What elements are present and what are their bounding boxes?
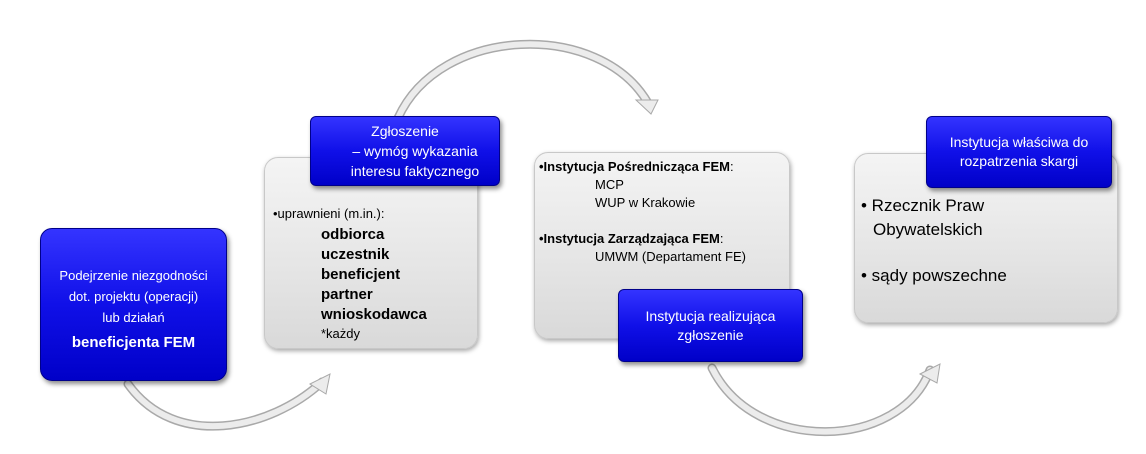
- step1-box: •uprawnieni (m.in.): odbiorca uczestnik …: [264, 157, 478, 349]
- step1-item: beneficjent: [321, 266, 401, 283]
- start-line: dot. projektu (operacji): [68, 289, 199, 304]
- step1-content: •uprawnieni (m.in.): odbiorca uczestnik …: [273, 206, 427, 343]
- step3-header: Instytucja właściwa do rozpatrzenia skar…: [926, 116, 1112, 188]
- step2-content: •Instytucja Pośrednicząca FEM: MCP WUP w…: [539, 158, 746, 266]
- arrow-step2-to-step3: [707, 363, 941, 437]
- iz-item: UMWM (Departament FE): [595, 249, 746, 264]
- iz-label: •Instytucja Zarządzająca FEM: [539, 231, 720, 246]
- step1-note: *każdy: [321, 326, 361, 341]
- step1-header-line: interesu faktycznego: [350, 163, 480, 179]
- step3-content: • Rzecznik Praw Obywatelskich • sądy pow…: [861, 194, 1007, 288]
- step1-item: partner: [321, 286, 373, 303]
- start-line: lub działań: [102, 310, 165, 325]
- ip-item: MCP: [595, 177, 624, 192]
- start-bold-line: beneficjenta FEM: [71, 334, 196, 351]
- step2-footer-line: Instytucja realizująca: [645, 308, 776, 324]
- iz-colon: :: [719, 231, 724, 246]
- ip-colon: :: [729, 159, 734, 174]
- step3-header-line: rozpatrzenia skargi: [959, 153, 1079, 169]
- step1-item: odbiorca: [321, 226, 385, 243]
- start-box: Podejrzenie niezgodności dot. projektu (…: [40, 228, 227, 381]
- step3-item: • sądy powszechne: [861, 266, 1007, 285]
- step3-header-line: Instytucja właściwa do: [949, 134, 1089, 150]
- ip-item: WUP w Krakowie: [595, 195, 696, 210]
- step1-item: wnioskodawca: [321, 306, 427, 323]
- step2-footer-line: zgłoszenie: [677, 327, 744, 343]
- step1-item: uczestnik: [321, 246, 390, 263]
- start-line: Podejrzenie niezgodności: [59, 268, 208, 283]
- ip-label: •Instytucja Pośrednicząca FEM: [539, 159, 730, 174]
- step1-header-line: – wymóg wykazania: [352, 143, 478, 159]
- step1-intro: •uprawnieni (m.in.):: [273, 206, 385, 221]
- step3-item: Obywatelskich: [873, 220, 983, 239]
- step3-item: • Rzecznik Praw: [861, 196, 985, 215]
- arrow-step1-to-step2: [393, 39, 659, 123]
- step1-header: Zgłoszenie – wymóg wykazania interesu fa…: [310, 116, 500, 186]
- step1-header-line: Zgłoszenie: [371, 123, 439, 139]
- arrow-start-to-step1: [123, 373, 331, 431]
- step2-footer: Instytucja realizująca zgłoszenie: [618, 289, 803, 362]
